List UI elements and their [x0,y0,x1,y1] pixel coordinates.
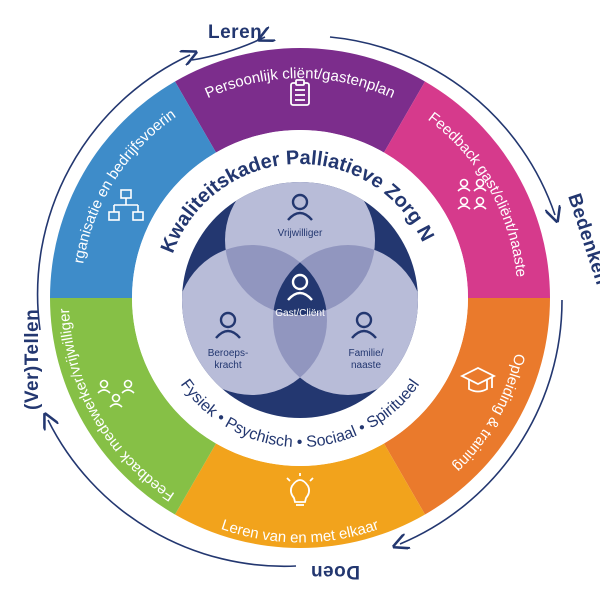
cycle-label-top: Leren [208,22,262,43]
segment-green [50,298,216,515]
org-chart-icon [108,189,144,221]
people-cycle-icon [457,178,487,210]
venn-label-right-2: naaste [351,360,381,371]
people-group-icon [97,379,135,408]
graduation-cap-icon [459,366,497,393]
venn-diagram: Vrijwilliger Gast/Cliënt Beroeps- kracht… [182,182,418,418]
cycle-ring [36,36,563,568]
gast-client-person-icon [287,273,313,301]
cycle-label-left: (Ver)Tellen [22,309,43,410]
beroepskracht-person-icon [215,311,241,339]
venn-label-right-1: Familie/ [348,348,383,359]
venn-label-left-1: Beroeps- [208,348,249,359]
vrijwilliger-person-icon [287,193,313,221]
segment-yellow [175,443,425,548]
familie-person-icon [351,311,377,339]
cycle-arrow-left [48,420,297,568]
cycle-label-bottom: Doen [311,561,361,582]
venn-label-left-2: kracht [214,360,241,371]
segment-blue [50,81,216,298]
cycle-arrow-upper-left [36,55,190,331]
segment-magenta [384,81,550,298]
clipboard-icon [290,79,310,106]
venn-label-top: Vrijwilliger [278,228,323,239]
cycle-arrow-bottom [400,299,563,544]
lightbulb-icon [286,473,314,506]
segment-orange [384,298,550,515]
cycle-label-right: Bedenken [563,191,600,288]
venn-label-center: Gast/Cliënt [275,308,325,319]
cycle-arrow-right [329,36,555,215]
